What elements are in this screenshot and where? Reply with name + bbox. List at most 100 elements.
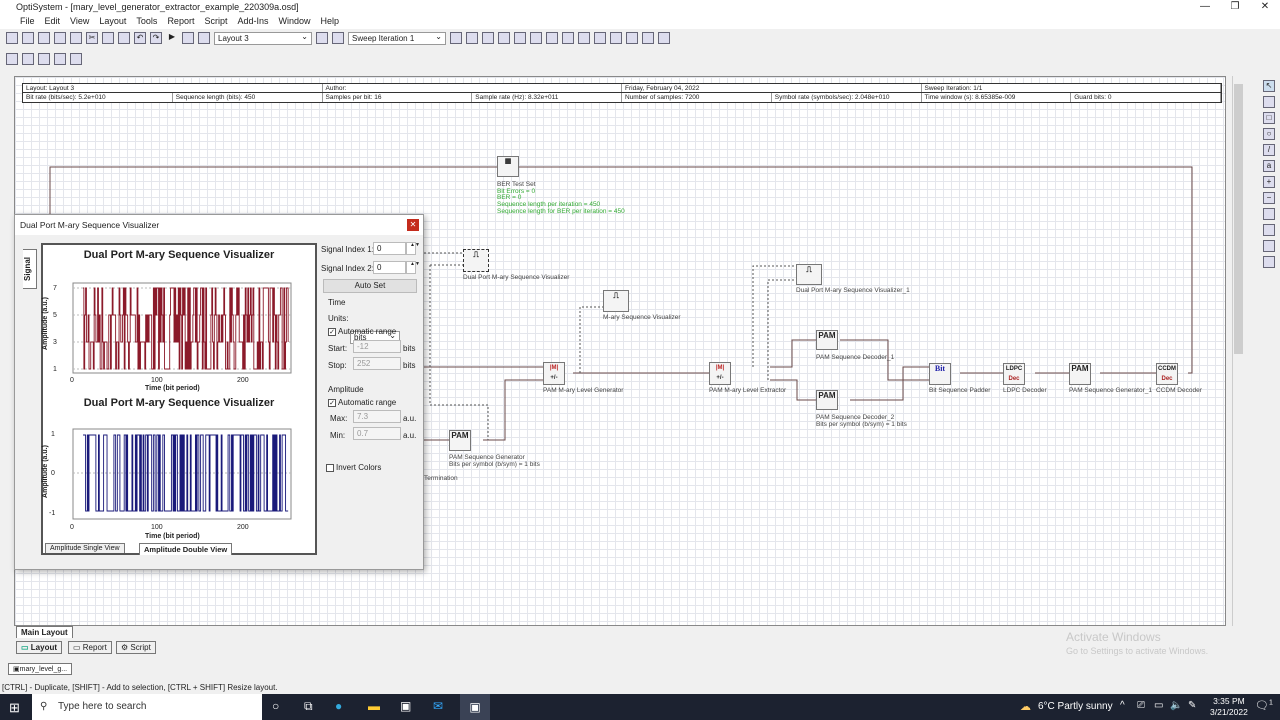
component-help-icon[interactable] xyxy=(70,53,82,65)
signal-index1-spinner[interactable]: ▲▼ xyxy=(406,242,420,255)
pam-decoder-2[interactable]: PAM xyxy=(816,390,838,410)
report-icon[interactable] xyxy=(626,32,638,44)
paste-icon[interactable] xyxy=(118,32,130,44)
amp-auto-range-checkbox[interactable]: ✓Automatic range xyxy=(328,398,396,407)
menu-script[interactable]: Script xyxy=(204,16,228,26)
sweep-prev-icon[interactable] xyxy=(450,32,462,44)
signal-index2-input[interactable]: 0 xyxy=(373,261,406,274)
tab-script[interactable]: ⚙ Script xyxy=(116,641,156,654)
notification-icon[interactable]: 🗨1 xyxy=(1255,699,1273,712)
cortana-icon[interactable]: ○ xyxy=(272,699,280,713)
dialog-close-button[interactable]: ✕ xyxy=(407,219,419,231)
layout-add-icon[interactable] xyxy=(182,32,194,44)
meet-icon[interactable]: ⎚ xyxy=(1137,700,1145,711)
layout-icon[interactable] xyxy=(198,32,210,44)
signal-index1-input[interactable]: 0 xyxy=(373,242,406,255)
layout-remove-icon[interactable] xyxy=(316,32,328,44)
menu-help[interactable]: Help xyxy=(320,16,340,26)
mail-icon[interactable]: ✉ xyxy=(433,699,444,713)
line-icon[interactable]: / xyxy=(1263,144,1275,156)
pointer-icon[interactable]: ↖ xyxy=(1263,80,1275,92)
undo-icon[interactable]: ↶ xyxy=(134,32,146,44)
edge-icon[interactable]: ● xyxy=(335,699,343,713)
layout-select[interactable]: Layout 3 xyxy=(214,31,312,45)
open-icon[interactable] xyxy=(22,32,34,44)
sweep-next-icon[interactable] xyxy=(466,32,478,44)
pen-icon[interactable]: ✎ xyxy=(1188,700,1197,711)
tab-amplitude-single-view[interactable]: Amplitude Single View xyxy=(45,543,125,553)
open-sample-icon[interactable] xyxy=(38,32,50,44)
signal-tab[interactable]: Signal xyxy=(23,249,37,289)
link2-icon[interactable] xyxy=(1263,256,1275,268)
redo-icon[interactable]: ↷ xyxy=(150,32,162,44)
run-icon[interactable]: ▶ xyxy=(168,32,176,41)
auto-set-button[interactable]: Auto Set xyxy=(323,279,417,293)
optisystem-taskbar-icon[interactable]: ▣ xyxy=(460,694,490,720)
sweep-icon[interactable] xyxy=(332,32,344,44)
view-icon[interactable] xyxy=(498,32,510,44)
menu-file[interactable]: File xyxy=(20,16,35,26)
canvas-vertical-scrollbar[interactable] xyxy=(1232,76,1244,626)
start-input[interactable]: -12 xyxy=(353,340,401,353)
tab-main-layout[interactable]: Main Layout xyxy=(16,626,73,638)
time-auto-range-checkbox[interactable]: ✓Automatic range xyxy=(328,327,396,336)
zoom-fit-icon[interactable] xyxy=(1263,208,1275,220)
save-icon[interactable] xyxy=(54,32,66,44)
pan-icon[interactable] xyxy=(1263,96,1275,108)
zoom-out-icon[interactable]: − xyxy=(1263,192,1275,204)
bit-sequence-padder[interactable]: Bit xyxy=(929,363,951,385)
pam-level-generator[interactable]: |M|+/- xyxy=(543,362,565,385)
dual-port-visualizer-1[interactable]: ⎍ xyxy=(796,264,822,285)
pam-level-extractor[interactable]: |M|+/- xyxy=(709,362,731,385)
task-view-icon[interactable]: ⧉ xyxy=(304,699,313,713)
new-icon[interactable] xyxy=(6,32,18,44)
connect-icon[interactable] xyxy=(1263,224,1275,236)
volume-icon[interactable]: 🔈 xyxy=(1170,700,1183,711)
pam-decoder-1[interactable]: PAM xyxy=(816,330,838,350)
signal-index2-spinner[interactable]: ▲▼ xyxy=(406,261,420,274)
windows-start-icon[interactable]: ⊞ xyxy=(9,700,20,715)
delete-icon[interactable] xyxy=(642,32,654,44)
link-icon[interactable] xyxy=(1263,240,1275,252)
rect-icon[interactable]: □ xyxy=(1263,112,1275,124)
view3-icon[interactable] xyxy=(530,32,542,44)
max-input[interactable]: 7.3 xyxy=(353,410,401,423)
stop-icon[interactable] xyxy=(482,32,494,44)
ber-test-set[interactable]: ▦ xyxy=(497,156,519,177)
panel3-icon[interactable] xyxy=(594,32,606,44)
print-icon[interactable] xyxy=(70,32,82,44)
taskbar-search[interactable]: ⚲Type here to search xyxy=(32,694,262,720)
stop-input[interactable]: 252 xyxy=(353,357,401,370)
dual-port-visualizer[interactable]: ⎍ xyxy=(463,249,489,272)
component4-icon[interactable] xyxy=(54,53,66,65)
mary-visualizer[interactable]: ⎍ xyxy=(603,290,629,312)
cut-icon[interactable]: ✂ xyxy=(86,32,98,44)
weather-text[interactable]: 6°C Partly sunny xyxy=(1038,701,1113,712)
ellipse-icon[interactable]: ○ xyxy=(1263,128,1275,140)
min-input[interactable]: 0.7 xyxy=(353,427,401,440)
minimize-button[interactable]: — xyxy=(1200,1,1210,12)
text-icon[interactable]: a xyxy=(1263,160,1275,172)
close-button[interactable]: ✕ xyxy=(1260,1,1270,12)
menu-report[interactable]: Report xyxy=(167,16,195,26)
menu-addins[interactable]: Add-Ins xyxy=(237,16,269,26)
menu-window[interactable]: Window xyxy=(278,16,311,26)
document-tab[interactable]: ▣mary_level_g... xyxy=(8,663,73,675)
grid-icon[interactable] xyxy=(610,32,622,44)
tab-layout[interactable]: ▭ Layout xyxy=(16,641,63,654)
component3-icon[interactable] xyxy=(38,53,50,65)
component2-icon[interactable] xyxy=(22,53,34,65)
menu-tools[interactable]: Tools xyxy=(136,16,158,26)
tray-chevron-icon[interactable]: ^ xyxy=(1120,700,1125,711)
export-icon[interactable] xyxy=(658,32,670,44)
invert-colors-checkbox[interactable]: Invert Colors xyxy=(326,463,381,472)
zoom-in-icon[interactable]: + xyxy=(1263,176,1275,188)
sweep-select[interactable]: Sweep Iteration 1 xyxy=(348,31,446,45)
file-explorer-icon[interactable]: ▬ xyxy=(368,699,380,713)
copy-icon[interactable] xyxy=(102,32,114,44)
panel2-icon[interactable] xyxy=(578,32,590,44)
zoom-fit-icon[interactable] xyxy=(546,32,558,44)
